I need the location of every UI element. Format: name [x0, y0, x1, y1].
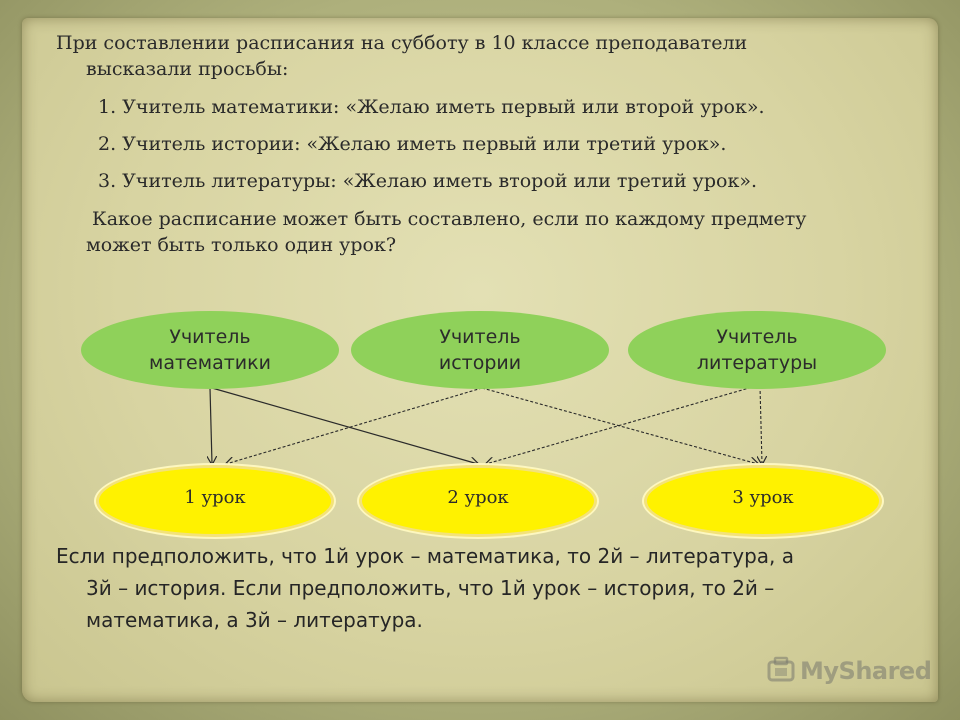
teacher-literature-node: Учитель литературы: [628, 311, 886, 389]
arrow-literature-to-lesson-2: [486, 385, 757, 464]
arrow-history-to-lesson-3: [481, 387, 758, 464]
myshared-watermark[interactable]: MyShared: [766, 656, 932, 686]
conclusion-line-2: 3й – история. Если предположить, что 1й …: [86, 576, 775, 600]
teacher-history-line-2: истории: [438, 352, 522, 374]
intro-text: При составлении расписания на субботу в …: [56, 30, 776, 82]
request-item-history: 2. Учитель истории: «Желаю иметь первый …: [98, 133, 727, 155]
conclusion-line-1: Если предположить, что 1й урок – математ…: [56, 544, 794, 568]
arrow-literature-to-lesson-3: [760, 385, 762, 464]
lesson-1-label: 1 урок: [184, 486, 246, 508]
question-line-2: может быть только один урок?: [86, 234, 397, 256]
teacher-literature-line-1: Учитель: [716, 326, 798, 348]
lesson-1-node: 1 урок: [96, 465, 334, 537]
conclusion-line-3: математика, а 3й – литература.: [86, 608, 423, 632]
lesson-2-label: 2 урок: [447, 486, 509, 508]
teacher-history-line-1: Учитель: [439, 326, 521, 348]
lesson-2-node: 2 урок: [359, 465, 597, 537]
intro-line-2: высказали просьбы:: [86, 58, 289, 80]
question-text: Какое расписание может быть составлено, …: [86, 206, 876, 258]
myshared-logo-text: MyShared: [800, 657, 932, 685]
question-line-1: Какое расписание может быть составлено, …: [92, 208, 807, 230]
lesson-3-label: 3 урок: [732, 486, 794, 508]
conclusion-text: Если предположить, что 1й урок – математ…: [56, 540, 886, 636]
request-item-literature: 3. Учитель литературы: «Желаю иметь втор…: [98, 170, 758, 192]
teacher-literature-line-2: литературы: [696, 352, 818, 374]
lesson-3-node: 3 урок: [644, 465, 882, 537]
teacher-history-node: Учитель истории: [351, 311, 609, 389]
arrow-math-to-lesson-2: [211, 387, 478, 464]
arrow-history-to-lesson-1: [226, 387, 483, 464]
teacher-math-line-2: математики: [149, 352, 271, 374]
teacher-math-line-1: Учитель: [169, 326, 251, 348]
intro-line-1: При составлении расписания на субботу в …: [56, 32, 748, 54]
arrow-math-to-lesson-1: [210, 387, 212, 464]
teacher-math-node: Учитель математики: [81, 311, 339, 389]
myshared-logo-icon: [766, 656, 796, 686]
request-item-math: 1. Учитель математики: «Желаю иметь перв…: [98, 96, 765, 118]
